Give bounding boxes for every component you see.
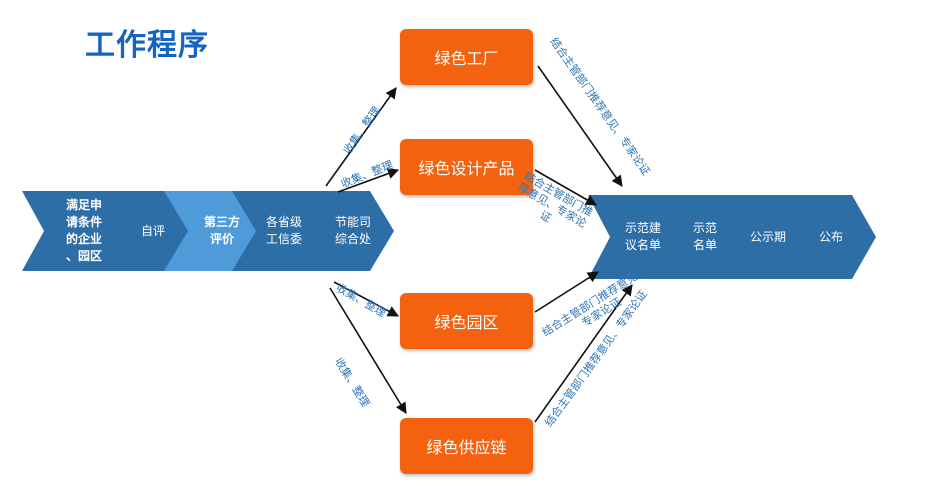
step-third-party-label: 第三方 评价 bbox=[196, 196, 248, 266]
category-park-box: 绿色园区 bbox=[400, 293, 533, 349]
category-design-product-box: 绿色设计产品 bbox=[400, 139, 533, 195]
step-provincial-line-1: 各省级 bbox=[265, 215, 302, 229]
flow-arrows bbox=[325, 65, 633, 423]
right-chevron-shapes bbox=[588, 195, 876, 279]
category-factory-box: 绿色工厂 bbox=[400, 29, 533, 85]
step-demo-list-line-1: 示范 bbox=[692, 221, 717, 235]
step-demo-list-text: 示范 名单 bbox=[693, 220, 717, 254]
step-apply-text: 满足申 请条件 的企业 、园区 bbox=[66, 197, 102, 265]
arrow-factory-to-list bbox=[537, 65, 623, 187]
step-apply-line-4: 、园区 bbox=[65, 249, 102, 263]
step-energy-dept-line-2: 综合处 bbox=[334, 232, 371, 246]
arrow-design-to-list bbox=[534, 169, 597, 206]
page-title: 工作程序 bbox=[85, 28, 209, 63]
step-apply-line-1: 满足申 bbox=[65, 198, 102, 212]
step-publish-text: 公布 bbox=[818, 229, 843, 244]
step-publish-label: 公布 bbox=[804, 200, 858, 274]
step-third-party-line-2: 评价 bbox=[209, 232, 234, 246]
step-publicity-label: 公示期 bbox=[740, 200, 796, 274]
step-provincial-text: 各省级 工信委 bbox=[266, 214, 302, 248]
step-apply-line-2: 请条件 bbox=[65, 215, 102, 229]
chevron-apply bbox=[22, 191, 162, 271]
step-apply-label: 满足申 请条件 的企业 、园区 bbox=[48, 196, 120, 266]
step-provincial-line-2: 工信委 bbox=[265, 232, 302, 246]
step-demo-list-line-2: 名单 bbox=[692, 238, 717, 252]
step-proposed-list-line-2: 议名单 bbox=[624, 238, 661, 252]
chevron-publish bbox=[774, 195, 876, 279]
step-proposed-list-label: 示范建 议名单 bbox=[614, 200, 672, 274]
arrow-supply-to-list bbox=[534, 284, 633, 423]
step-proposed-list-line-1: 示范建 bbox=[624, 221, 661, 235]
step-third-party-line-1: 第三方 bbox=[203, 215, 240, 229]
step-publicity-text: 公示期 bbox=[749, 229, 786, 244]
step-proposed-list-text: 示范建 议名单 bbox=[625, 220, 661, 254]
chevron-third-party bbox=[164, 191, 264, 271]
chevron-energy-dept bbox=[290, 191, 394, 271]
step-apply-line-3: 的企业 bbox=[65, 232, 102, 246]
arrow-to-park bbox=[333, 281, 399, 317]
arrow-to-factory bbox=[325, 87, 397, 187]
step-provincial-label: 各省级 工信委 bbox=[256, 196, 312, 266]
arrow-to-design-product bbox=[337, 168, 400, 193]
step-self-eval-text: 自评 bbox=[140, 223, 165, 238]
step-energy-dept-line-1: 节能司 bbox=[334, 215, 371, 229]
step-demo-list-label: 示范 名单 bbox=[678, 200, 732, 274]
arrow-to-supply-chain bbox=[329, 287, 407, 414]
arrow-park-to-list bbox=[534, 271, 599, 313]
step-energy-dept-label: 节能司 综合处 bbox=[322, 196, 384, 266]
step-third-party-text: 第三方 评价 bbox=[204, 214, 240, 248]
left-chevron-shapes bbox=[22, 191, 394, 271]
step-energy-dept-text: 节能司 综合处 bbox=[335, 214, 371, 248]
step-self-eval-label: 自评 bbox=[136, 196, 170, 266]
category-supply-chain-box: 绿色供应链 bbox=[400, 418, 533, 474]
